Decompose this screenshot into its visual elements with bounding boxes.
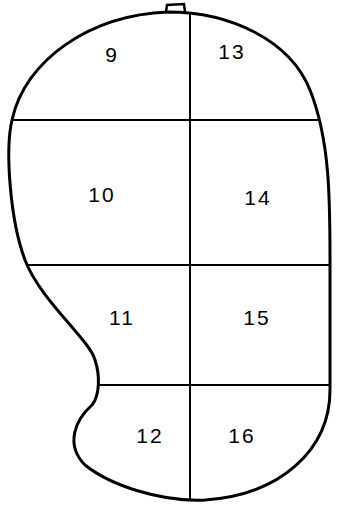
divider-line: [189, 0, 191, 510]
callout-number: 11: [109, 306, 135, 330]
callout-number: 10: [88, 183, 115, 207]
callout-number: 12: [136, 424, 163, 448]
callout-number: 16: [228, 424, 255, 448]
callout-number: 9: [105, 43, 119, 67]
callout-number: 15: [243, 306, 270, 330]
divider-line: [0, 384, 353, 386]
callout-number: 14: [244, 186, 271, 210]
divider-line: [0, 264, 353, 266]
divider-line: [0, 119, 353, 121]
callout-number: 13: [218, 40, 245, 64]
top-tab: [166, 4, 185, 12]
organ-border: [9, 12, 330, 500]
